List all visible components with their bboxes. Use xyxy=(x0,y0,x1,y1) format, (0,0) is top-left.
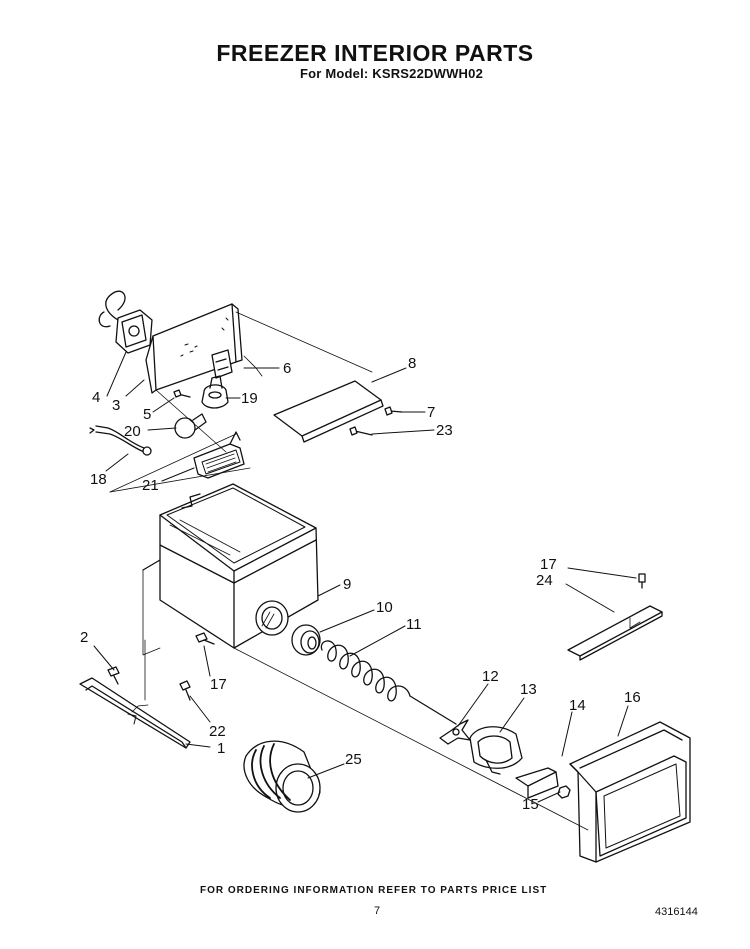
light-bulb-part xyxy=(174,413,207,439)
callout-9: 9 xyxy=(343,576,351,593)
insulation-strip-part xyxy=(567,605,663,661)
crusher-housing-part xyxy=(469,726,523,775)
cover-panel-part xyxy=(273,380,384,443)
callout-5: 5 xyxy=(143,406,151,423)
screw-17-left-part xyxy=(195,632,215,645)
document-number: 4316144 xyxy=(655,906,698,918)
callout-8: 8 xyxy=(408,355,416,372)
screw-7-part xyxy=(384,406,403,416)
nut-part xyxy=(557,785,571,799)
control-bracket-part xyxy=(145,303,243,394)
callout-23: 23 xyxy=(436,422,453,439)
auger-housing-part xyxy=(142,483,319,656)
callout-2: 2 xyxy=(80,629,88,646)
callout-4: 4 xyxy=(92,389,100,406)
screw-23-part xyxy=(349,426,373,436)
callout-14: 14 xyxy=(569,697,586,714)
callout-6: 6 xyxy=(283,360,291,377)
callout-11: 11 xyxy=(406,616,422,633)
callout-16: 16 xyxy=(624,689,641,706)
callout-20: 20 xyxy=(124,423,141,440)
callout-19: 19 xyxy=(241,390,258,407)
page-title: FREEZER INTERIOR PARTS xyxy=(216,40,534,66)
page-number: 7 xyxy=(374,905,381,917)
light-shield-part xyxy=(193,431,245,479)
callout-21: 21 xyxy=(142,477,159,494)
callout-17-left: 17 xyxy=(210,676,227,693)
ordering-note: FOR ORDERING INFORMATION REFER TO PARTS … xyxy=(200,885,548,896)
screw-2-part xyxy=(107,666,120,685)
callout-17-right: 17 xyxy=(540,556,557,573)
defrost-timer-part xyxy=(98,290,153,354)
callout-22: 22 xyxy=(209,723,226,740)
screw-22-part xyxy=(179,680,191,701)
callout-24: 24 xyxy=(536,572,553,589)
callout-18: 18 xyxy=(90,471,107,488)
guide-rail-part xyxy=(79,677,191,749)
callout-13: 13 xyxy=(520,681,537,698)
callout-12: 12 xyxy=(482,668,499,685)
callout-7: 7 xyxy=(427,404,435,421)
ice-crusher-blade-part xyxy=(439,719,471,745)
screw-17-right-part xyxy=(638,573,646,589)
clip-part xyxy=(211,349,233,379)
model-subtitle: For Model: KSRS22DWWH02 xyxy=(300,66,484,81)
callout-25: 25 xyxy=(345,751,362,768)
callout-10: 10 xyxy=(376,599,393,616)
callout-1: 1 xyxy=(217,740,225,757)
auger-motor-part xyxy=(569,721,691,863)
bearing-part xyxy=(291,624,321,656)
motor-bracket-part xyxy=(515,767,559,799)
callout-15: 15 xyxy=(522,796,539,813)
callout-3: 3 xyxy=(112,397,120,414)
wire-harness-part xyxy=(89,425,152,456)
light-socket-part xyxy=(201,375,229,409)
auger-spring-part xyxy=(320,640,457,725)
screw-5-part xyxy=(173,389,191,398)
auger-tube-part xyxy=(243,740,321,813)
